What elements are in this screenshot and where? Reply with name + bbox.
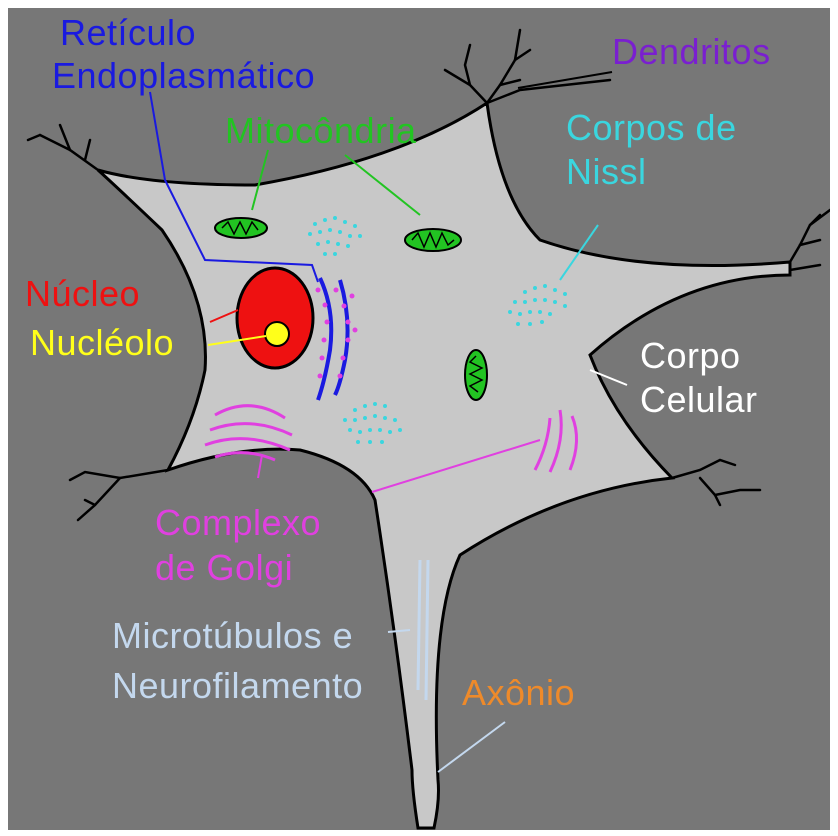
label-micro-2: Neurofilamento <box>112 665 363 706</box>
label-nissl-1: Corpos de <box>566 107 737 148</box>
label-reticulo-2: Endoplasmático <box>52 55 315 96</box>
mitochondrion-1 <box>215 218 267 238</box>
label-nucleo: Núcleo <box>25 273 140 314</box>
nucleus <box>237 268 313 368</box>
label-golgi-1: Complexo <box>155 502 321 543</box>
neuron-svg: Retículo Endoplasmático Mitocôndria Dend… <box>8 8 830 830</box>
label-reticulo-1: Retículo <box>60 12 196 53</box>
label-micro-1: Microtúbulos e <box>112 615 353 656</box>
label-mitocondria: Mitocôndria <box>225 110 417 151</box>
mitochondrion-3 <box>465 350 487 400</box>
nucleolus <box>265 322 289 346</box>
label-nissl-2: Nissl <box>566 151 647 192</box>
label-corpo-1: Corpo <box>640 335 741 376</box>
mitochondrion-2 <box>405 229 461 251</box>
label-nucleolo: Nucléolo <box>30 322 174 363</box>
neuron-diagram: Retículo Endoplasmático Mitocôndria Dend… <box>8 8 830 830</box>
label-golgi-2: de Golgi <box>155 547 293 588</box>
label-corpo-2: Celular <box>640 379 758 420</box>
label-axonio: Axônio <box>462 672 575 713</box>
label-dendritos: Dendritos <box>612 31 771 72</box>
